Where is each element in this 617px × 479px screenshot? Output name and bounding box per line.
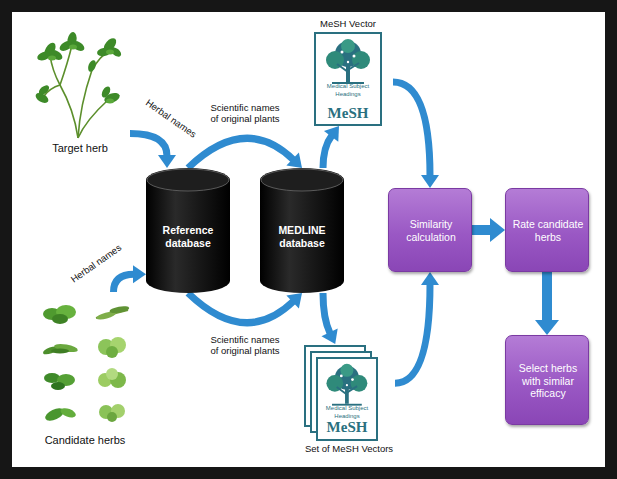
edge-label: Herbal names: [142, 97, 198, 141]
logo-text: MeSH: [327, 418, 368, 436]
herb-figure: Target herb: [30, 28, 130, 160]
arrow-shaft: [323, 293, 330, 333]
text-slot: MeSH Vector: [303, 16, 393, 31]
arrowhead: [286, 293, 302, 309]
arrowhead: [133, 265, 146, 283]
arrow-shaft: [542, 272, 552, 321]
cylinder-body: [146, 168, 230, 293]
figure-label: Target herb: [52, 142, 108, 155]
mesh-card-stack: [305, 346, 377, 440]
arrow-shaft: [114, 274, 135, 292]
flow-arrow: [393, 82, 439, 188]
logo-subtitle: Medical Subject Headings: [315, 83, 381, 97]
flow-arrow: [323, 126, 339, 168]
flow-arrow: [130, 134, 176, 168]
flow-arrow: [321, 293, 337, 344]
edge-label-holder: Scientific names of original plants: [207, 335, 283, 358]
edge-label: Scientific names of original plants: [207, 103, 283, 125]
text-slot: Similarity calculation: [389, 189, 473, 273]
arrowhead: [158, 155, 176, 168]
database-label: MEDLINE database: [264, 224, 340, 249]
figure-label: Candidate herbs: [45, 434, 126, 447]
edge-label: Herbal names: [68, 242, 124, 286]
text-slot: MeSH: [317, 417, 377, 437]
flow-arrow: [472, 218, 505, 242]
flow-arrow: [188, 138, 302, 168]
arrowhead: [490, 218, 505, 242]
database-cylinder: MEDLINE database: [260, 168, 344, 293]
flow-arrow: [188, 293, 302, 323]
box-label: Rate candidate herbs: [512, 218, 584, 243]
cylinder-top: [261, 169, 343, 191]
edge-label-holder: Scientific names of original plants: [207, 103, 283, 126]
logo-subtitle: Medical Subject Headings: [317, 405, 377, 419]
arrowhead: [286, 152, 302, 168]
text-slot: Medical Subject Headings: [315, 86, 381, 95]
arrowhead: [324, 126, 339, 142]
edge-label-holder: Herbal names: [60, 234, 129, 290]
text-slot: Medical Subject Headings: [317, 408, 377, 417]
text-slot: Target herb: [30, 140, 130, 158]
edge-label-holder: Herbal names: [137, 89, 206, 145]
arrow-shaft: [130, 134, 167, 156]
text-slot: Candidate herbs: [28, 432, 142, 450]
arrow-shaft: [188, 138, 293, 168]
text-slot: Reference database: [150, 192, 226, 281]
vector-label: MeSH Vector: [320, 18, 376, 29]
parsley-illustration: [34, 31, 123, 138]
herb-figure: Candidate herbs: [28, 292, 142, 452]
cylinder-top: [147, 169, 229, 191]
process-box: Select herbs with similar efficacy: [505, 335, 589, 425]
mesh-vector: MeSH VectorMedical Subject HeadingsMeSH: [303, 16, 393, 126]
logo-text: MeSH: [328, 104, 369, 122]
flow-arrow: [395, 272, 439, 383]
arrowhead: [421, 272, 439, 285]
flow-arrow: [114, 265, 147, 292]
cylinder-body: [260, 168, 344, 293]
arrowhead: [535, 320, 559, 335]
box-label: Similarity calculation: [395, 218, 467, 243]
flow-arrow: [535, 272, 559, 335]
arrowhead: [321, 328, 337, 344]
database-label: Reference database: [150, 224, 226, 249]
process-box: Rate candidate herbs: [505, 188, 589, 272]
arrow-shaft: [472, 225, 491, 235]
box-label: Select herbs with similar efficacy: [512, 362, 584, 400]
mesh-vector-set: Set of MeSH Vectors Medical Subject Headi…: [303, 344, 395, 456]
text-slot: Rate candidate herbs: [506, 189, 590, 273]
arrow-shaft: [395, 284, 430, 383]
text-slot: Select herbs with similar efficacy: [506, 336, 590, 426]
mesh-card: [315, 33, 381, 125]
arrow-shaft: [323, 136, 332, 168]
text-slot: MeSH: [315, 103, 381, 123]
text-slot: MEDLINE database: [264, 192, 340, 281]
candidate-herbs-illustration: [42, 305, 130, 423]
text-slot: Set of MeSH Vectors: [303, 441, 395, 456]
arrowhead: [421, 175, 439, 188]
process-box: Similarity calculation: [388, 188, 472, 272]
arrow-shaft: [393, 82, 430, 176]
database-cylinder: Reference database: [146, 168, 230, 293]
arrow-shaft: [188, 293, 293, 323]
vector-label: Set of MeSH Vectors: [305, 443, 393, 454]
edge-label: Scientific names of original plants: [207, 335, 283, 357]
